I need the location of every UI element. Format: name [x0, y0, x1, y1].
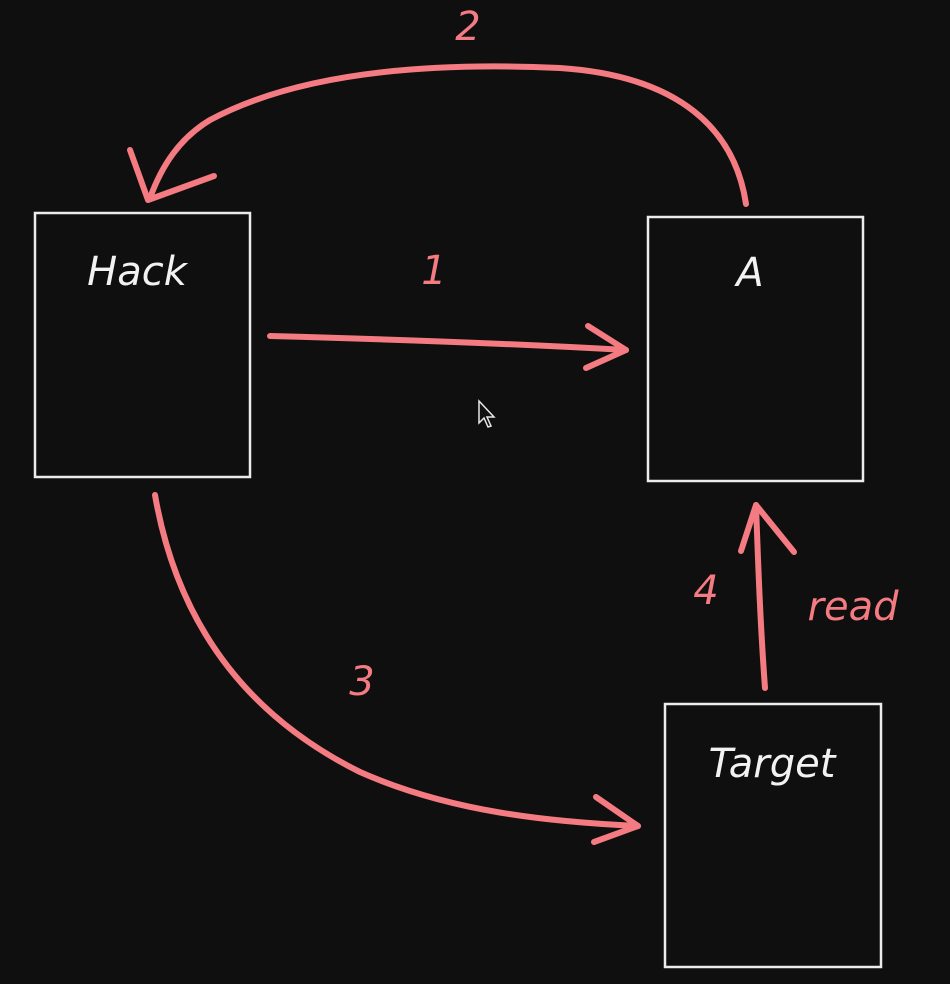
hack-label: Hack	[87, 249, 189, 295]
step-2-label: 2	[455, 4, 480, 50]
hack-node: Hack	[33, 211, 252, 479]
arrow-1-line	[267, 333, 629, 353]
a-box	[646, 215, 865, 483]
target-node: Target	[663, 702, 883, 969]
arrow-2-line	[147, 63, 749, 207]
target-label: Target	[709, 741, 837, 787]
step-3-label: 3	[349, 659, 374, 705]
a-label: A	[733, 250, 763, 296]
arrow-step-4: 4 read	[693, 502, 900, 691]
arrow-4-head	[738, 502, 797, 555]
step-1-label: 1	[421, 248, 446, 294]
arrow-3-line	[152, 492, 641, 829]
arrow-step-1: 1	[267, 248, 629, 371]
arrow-step-2: 2	[127, 4, 749, 207]
a-node: A	[646, 215, 865, 483]
mouse-pointer-icon	[478, 399, 496, 428]
arrow-step-3: 3	[152, 492, 641, 845]
arrow-2-head	[127, 147, 217, 203]
arrow-1-head	[583, 323, 629, 371]
hack-box	[33, 211, 252, 479]
target-box	[663, 702, 883, 969]
arrow-4-line	[753, 502, 768, 691]
step-4-label: 4	[693, 568, 718, 614]
arrow-3-head	[591, 794, 641, 845]
read-label: read	[808, 584, 900, 630]
